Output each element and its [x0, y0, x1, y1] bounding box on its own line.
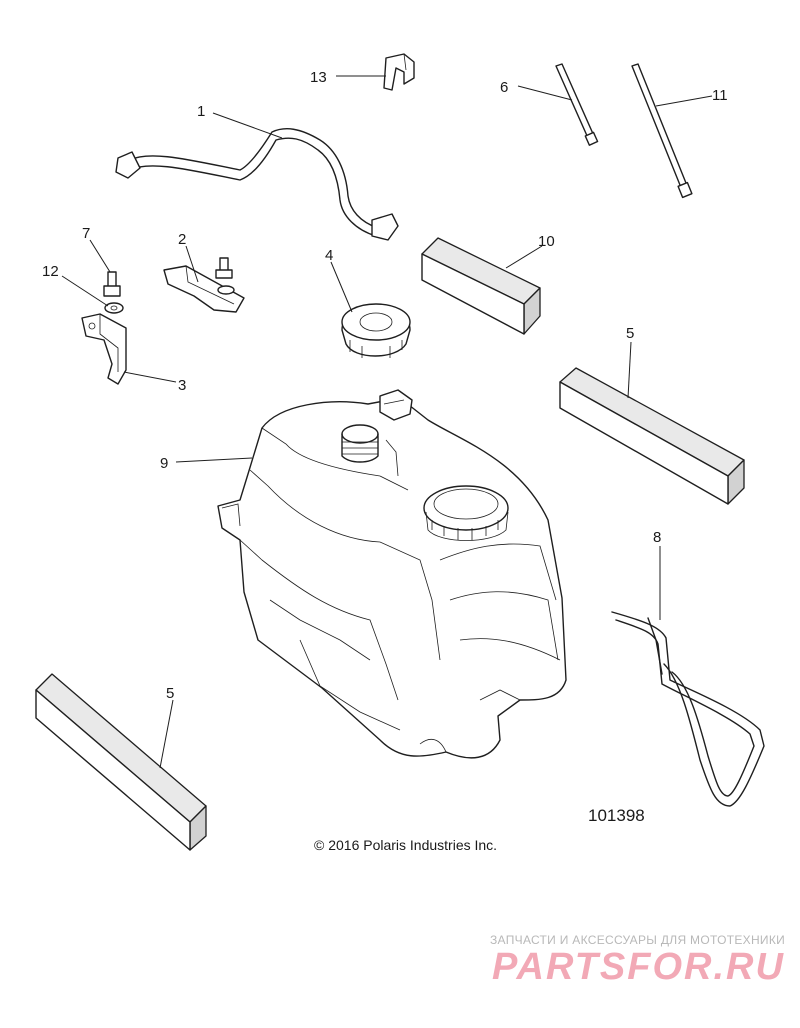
copyright-notice: © 2016 Polaris Industries Inc. — [314, 837, 498, 853]
part-10-foam-block — [421, 237, 541, 335]
callout-7: 7 — [82, 225, 90, 242]
part-8-retainer — [611, 611, 765, 807]
callout-1: 1 — [197, 103, 205, 120]
leader-lines — [61, 75, 713, 769]
callout-10: 10 — [538, 233, 555, 250]
leader-5b — [159, 699, 174, 769]
part-2-bracket — [163, 257, 245, 313]
watermark-tagline: ЗАПЧАСТИ И АКСЕССУАРЫ ДЛЯ МОТОТЕХНИКИ — [490, 933, 786, 947]
callout-3: 3 — [178, 377, 186, 394]
callout-4: 4 — [325, 247, 333, 264]
leader-4 — [330, 261, 353, 313]
callout-13: 13 — [310, 69, 327, 86]
leader-12 — [61, 275, 109, 307]
part-3-bracket — [81, 313, 127, 385]
part-5-foam-strip-lower — [35, 673, 207, 851]
callout-11: 11 — [712, 87, 728, 104]
callout-12: 12 — [42, 263, 59, 280]
diagram-number: 101398 — [588, 806, 645, 825]
part-1-vent-hose — [115, 128, 399, 241]
leader-10 — [505, 245, 543, 269]
leader-6 — [517, 85, 573, 101]
part-4-fuel-cap — [341, 303, 411, 358]
leader-9 — [175, 457, 253, 463]
part-13-clip — [383, 53, 415, 91]
leader-3 — [123, 371, 177, 383]
watermark-logo: PARTSFOR.RU — [492, 946, 785, 988]
callout-5-upper: 5 — [626, 325, 634, 342]
leader-1 — [212, 112, 283, 139]
callout-6: 6 — [500, 79, 508, 96]
leader-2 — [185, 245, 199, 283]
part-9-fuel-tank — [217, 389, 567, 759]
callout-labels: 1 2 3 4 5 5 6 7 8 9 10 11 12 13 — [42, 69, 728, 702]
part-7-bolt — [103, 271, 121, 297]
part-11-strap — [631, 63, 693, 199]
leader-5a — [627, 341, 632, 399]
part-12-washer — [104, 302, 124, 314]
callout-5-lower: 5 — [166, 685, 174, 702]
part-5-foam-strip-upper — [559, 367, 745, 505]
part-6-strap — [555, 63, 599, 146]
callout-9: 9 — [160, 455, 168, 472]
leader-7 — [89, 239, 111, 273]
callout-8: 8 — [653, 529, 661, 546]
leader-11 — [655, 95, 713, 107]
callout-2: 2 — [178, 231, 186, 248]
